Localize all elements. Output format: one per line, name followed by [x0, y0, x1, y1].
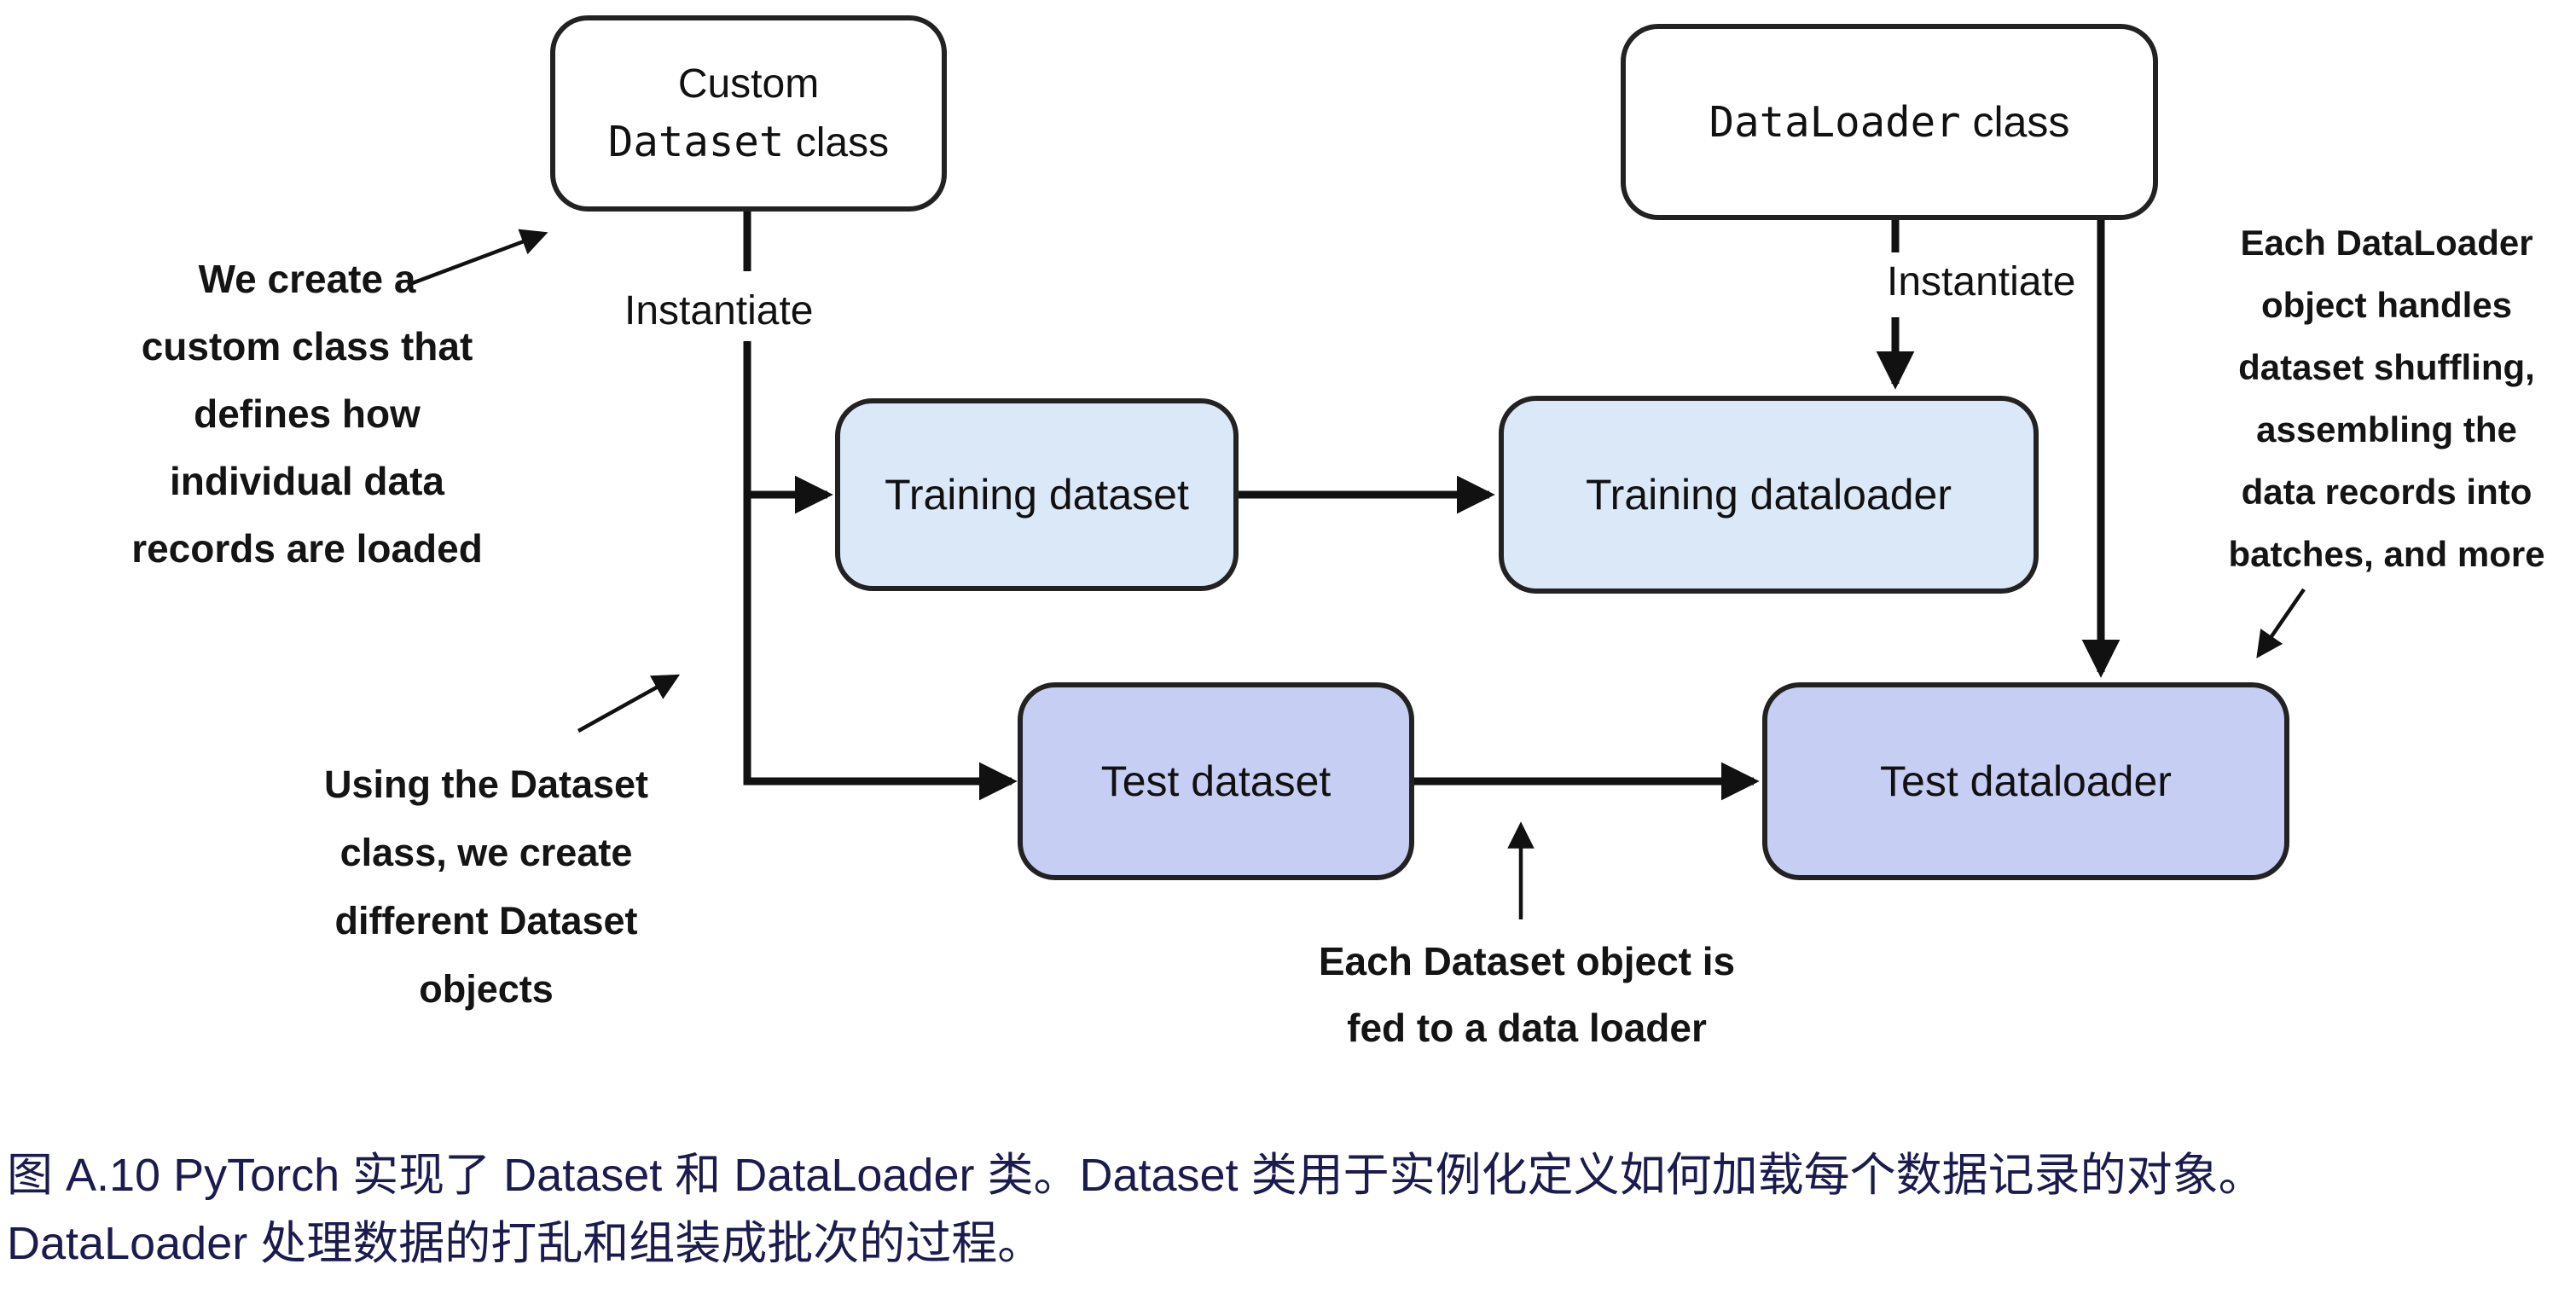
edge-label-instantiate-right: Instantiate: [1887, 259, 2076, 304]
dataloader-class-label: DataLoader class: [1709, 97, 2070, 147]
node-test-dataloader: Test dataloader: [1762, 682, 2289, 880]
annotation-line: We create a: [198, 257, 416, 301]
annotation-line: defines how: [194, 391, 421, 436]
training-dataset-label: Training dataset: [885, 471, 1189, 519]
annotation-each-dataset-fed: Each Dataset object is fed to a data loa…: [1314, 928, 1740, 1061]
annotation-line: data records into: [2241, 472, 2532, 512]
annotation-line: fed to a data loader: [1347, 1006, 1707, 1050]
annotation-line: individual data: [169, 459, 445, 503]
test-dataloader-label: Test dataloader: [1880, 757, 2172, 805]
dataset-code-text: Dataset: [607, 117, 785, 166]
annotation-line: class, we create: [339, 831, 633, 874]
node-training-dataset: Training dataset: [835, 398, 1239, 591]
annotation-arrow-using-dataset-icon: [577, 674, 681, 733]
annotation-arrow-each-dataloader-icon: [2256, 588, 2306, 658]
node-test-dataset: Test dataset: [1018, 682, 1414, 880]
annotation-line: different Dataset: [334, 899, 638, 942]
annotation-line: dataset shuffling,: [2238, 347, 2535, 387]
custom-dataset-class-subtitle: Dataset class: [608, 113, 889, 172]
annotation-line: custom class that: [141, 324, 473, 368]
annotation-line: object handles: [2260, 285, 2513, 325]
test-dataset-label: Test dataset: [1100, 757, 1332, 805]
dataloader-class-suffix: class: [1960, 98, 2070, 146]
annotation-line: Each Dataset object is: [1318, 939, 1736, 983]
node-training-dataloader: Training dataloader: [1499, 396, 2039, 594]
annotation-line: Each DataLoader: [2240, 223, 2533, 263]
figure-caption: 图 A.10 PyTorch 实现了 Dataset 和 DataLoader …: [7, 1141, 2566, 1278]
annotation-line: objects: [419, 967, 554, 1011]
dataset-class-suffix: class: [784, 119, 890, 165]
edge-label-instantiate-left: Instantiate: [624, 288, 814, 333]
annotation-each-dataloader: Each DataLoader object handles dataset s…: [2225, 212, 2549, 585]
custom-dataset-class-title: Custom: [677, 61, 820, 107]
annotation-we-create: We create a custom class that defines ho…: [111, 246, 503, 583]
annotation-line: batches, and more: [2228, 534, 2545, 574]
figure-caption-line1: 图 A.10 PyTorch 实现了 Dataset 和 DataLoader …: [7, 1150, 2265, 1201]
annotation-using-dataset: Using the Dataset class, we create diffe…: [307, 751, 665, 1023]
node-custom-dataset-class: Custom Dataset class: [550, 15, 947, 212]
annotation-line: records are loaded: [131, 526, 483, 571]
dataloader-code-text: DataLoader: [1709, 98, 1961, 147]
annotation-line: assembling the: [2256, 409, 2517, 449]
node-dataloader-class: DataLoader class: [1621, 24, 2158, 220]
training-dataloader-label: Training dataloader: [1586, 471, 1952, 519]
annotation-line: Using the Dataset: [323, 762, 649, 806]
figure-caption-line2: DataLoader 处理数据的打乱和组装成批次的过程。: [7, 1218, 1044, 1269]
